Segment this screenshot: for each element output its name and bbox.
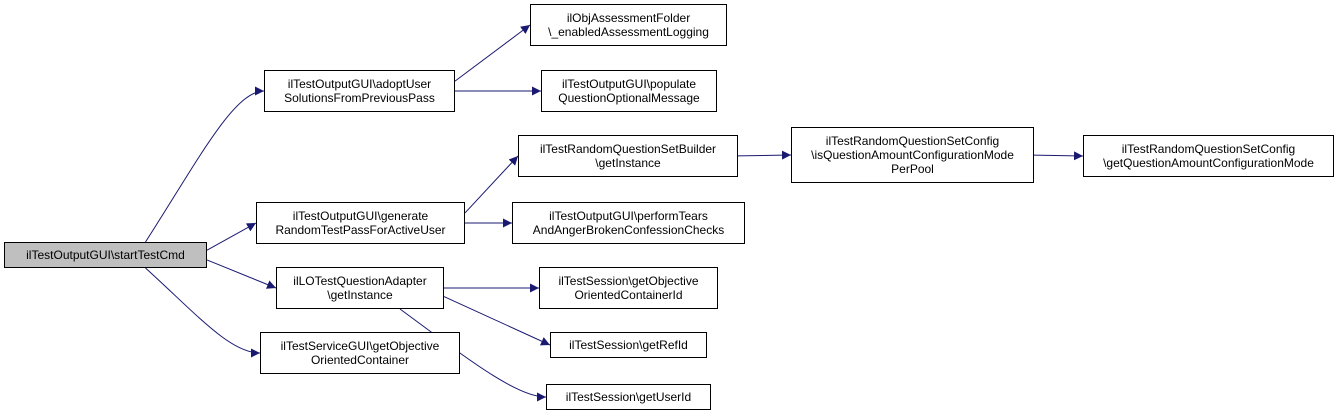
edge-start-to-service <box>145 267 261 358</box>
node-generate-random-test-pass[interactable]: ilTestOutputGUI\generate RandomTestPassF… <box>256 202 465 244</box>
edge-start-to-adopt <box>145 86 265 243</box>
node-perform-tears-and-anger-checks[interactable]: ilTestOutputGUI\performTears AndAngerBro… <box>512 202 745 244</box>
node-session-get-ref-id[interactable]: ilTestSession\getRefId <box>550 332 707 358</box>
edge-lo_adapter-to-session_ref <box>443 296 551 346</box>
node-session-objective-container-id[interactable]: ilTestSession\getObjective OrientedConta… <box>539 267 718 309</box>
node-test-service-gui-objective-container[interactable]: ilTestServiceGUI\getObjective OrientedCo… <box>260 332 460 374</box>
node-adopt-user-solutions[interactable]: ilTestOutputGUI\adoptUser SolutionsFromP… <box>264 70 455 112</box>
edge-adopt-to-obj_folder <box>454 24 531 82</box>
node-lo-test-question-adapter[interactable]: ilLOTestQuestionAdapter \getInstance <box>276 267 444 309</box>
node-obj-assessment-folder[interactable]: ilObjAssessmentFolder \_enabledAssessmen… <box>530 4 727 46</box>
node-populate-question-optional-message[interactable]: ilTestOutputGUI\populate QuestionOptiona… <box>541 70 717 112</box>
edge-config_mode_per_pool-to-config_get_mode <box>1033 151 1084 161</box>
edge-start-to-lo_adapter <box>206 259 277 289</box>
edge-set_builder-to-config_mode_per_pool <box>737 150 792 160</box>
edge-lo_adapter-to-session_user <box>399 308 547 402</box>
node-start-test-cmd[interactable]: ilTestOutputGUI\startTestCmd <box>4 242 207 268</box>
edge-generate-to-set_builder <box>464 155 519 214</box>
node-random-question-set-builder[interactable]: ilTestRandomQuestionSetBuilder \getInsta… <box>518 135 738 177</box>
node-config-get-amount-mode[interactable]: ilTestRandomQuestionSetConfig \getQuesti… <box>1083 135 1334 177</box>
node-session-get-user-id[interactable]: ilTestSession\getUserId <box>546 384 711 410</box>
node-config-is-amount-mode-per-pool[interactable]: ilTestRandomQuestionSetConfig \isQuestio… <box>791 127 1034 183</box>
edge-start-to-generate <box>206 222 257 251</box>
